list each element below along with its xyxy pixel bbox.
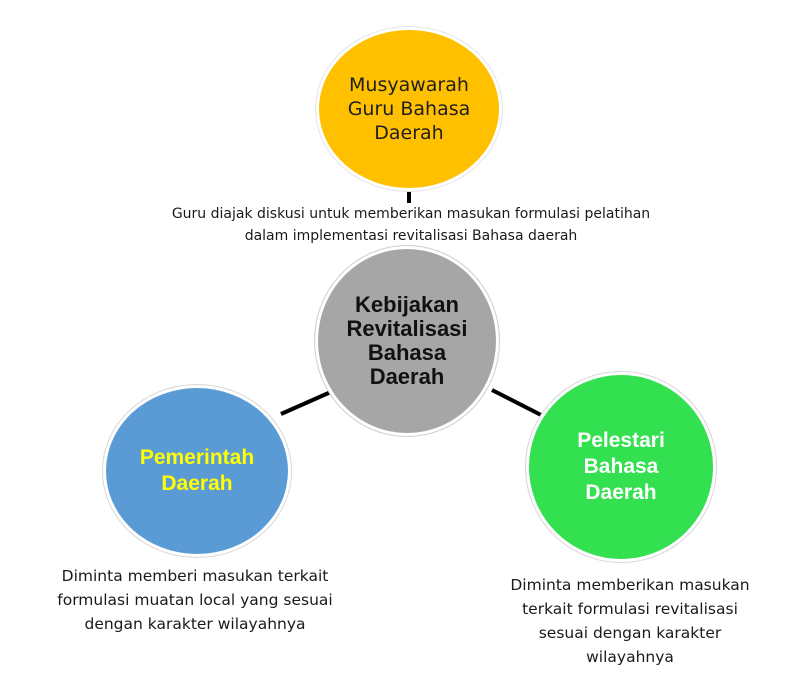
node-left-label: Pemerintah Daerah	[139, 446, 255, 495]
connector-right-center	[491, 388, 544, 418]
node-center-label: Kebijakan Revitalisasi Bahasa Daerah	[346, 292, 468, 389]
connector-left-center	[280, 389, 334, 416]
node-right-label: Pelestari Bahasa Daerah	[577, 429, 665, 504]
node-kebijakan-center: Kebijakan Revitalisasi Bahasa Daerah	[315, 246, 499, 436]
node-pelestari-bahasa: Pelestari Bahasa Daerah	[526, 372, 716, 562]
node-musyawarah-guru: Musyawarah Guru Bahasa Daerah	[316, 27, 502, 191]
node-pemerintah-daerah: Pemerintah Daerah	[103, 385, 291, 557]
note-left: Diminta memberi masukan terkait formulas…	[57, 567, 333, 633]
note-right: Diminta memberikan masukan terkait formu…	[510, 576, 750, 666]
node-top-label: Musyawarah Guru Bahasa Daerah	[347, 74, 471, 144]
note-top: Guru diajak diskusi untuk memberikan mas…	[146, 203, 676, 247]
